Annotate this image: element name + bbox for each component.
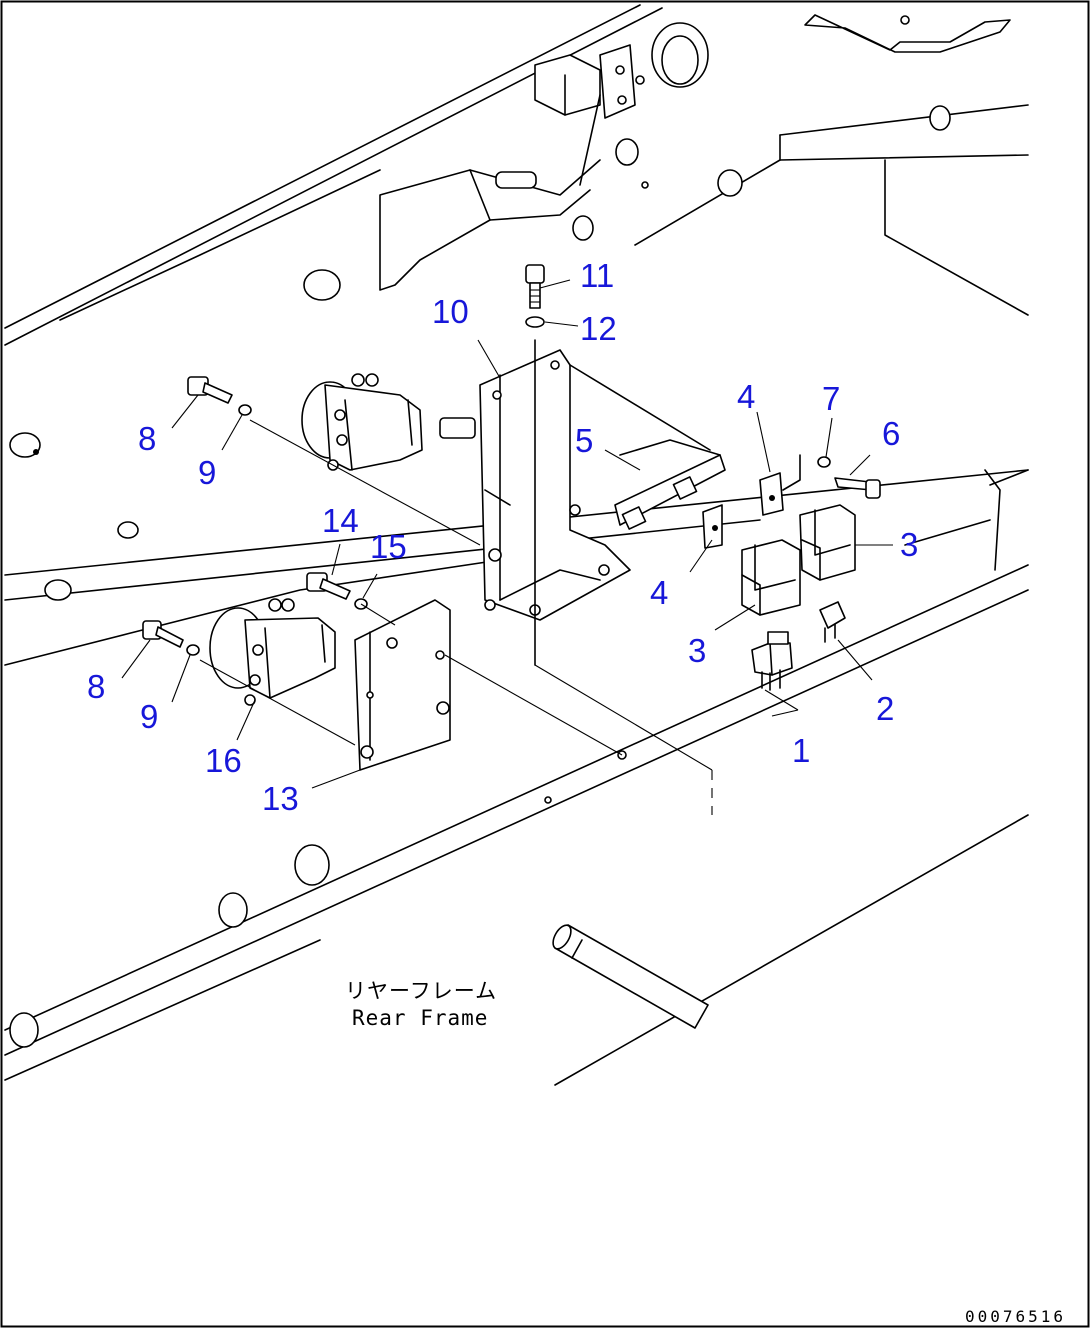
callout-8b: 8 (87, 668, 105, 705)
bolt-14 (306, 572, 351, 600)
callout-2: 2 (876, 690, 894, 727)
rear-frame-drawing (4, 4, 1029, 1086)
washer-7 (817, 456, 831, 468)
callout-4a: 4 (737, 378, 755, 415)
callout-14: 14 (322, 502, 359, 539)
callout-4b: 4 (650, 574, 668, 611)
callout-10: 10 (432, 293, 469, 330)
relay-upper (799, 504, 856, 581)
caption-english: Rear Frame (352, 1006, 488, 1030)
leader-lines (121, 279, 893, 789)
frame-member-bottom (552, 924, 709, 1029)
caption-japanese: リヤーフレーム (345, 979, 497, 1003)
bolt-8-upper (187, 376, 233, 404)
callout-1: 1 (792, 732, 810, 769)
callout-6: 6 (882, 415, 900, 452)
plate-13 (354, 599, 623, 771)
callout-13: 13 (262, 780, 299, 817)
bracket-5 (614, 439, 726, 549)
document-id: 00076516 (965, 1307, 1066, 1326)
callout-3a: 3 (900, 526, 918, 563)
connector-1 (751, 631, 793, 691)
relay-lower (741, 539, 801, 616)
washer-12 (525, 316, 545, 328)
callout-12: 12 (580, 310, 617, 347)
bolt-11 (525, 264, 545, 309)
callout-8a: 8 (138, 420, 156, 457)
upper-bracket (9, 22, 951, 1048)
horn-lower (199, 598, 356, 746)
bracket-4 (759, 454, 801, 516)
callout-5: 5 (575, 422, 593, 459)
callout-15: 15 (370, 528, 407, 565)
callout-11: 11 (580, 257, 614, 294)
bolt-6 (834, 477, 881, 499)
callout-3b: 3 (688, 632, 706, 669)
horn-upper (249, 373, 481, 546)
callout-7: 7 (822, 380, 840, 417)
connector-2 (819, 601, 846, 643)
callout-labels: 1 2 3 3 4 4 5 6 7 8 8 9 9 10 11 12 13 14… (87, 257, 918, 817)
callout-9b: 9 (140, 698, 158, 735)
bolt-8-lower (142, 620, 184, 648)
main-bracket (439, 339, 711, 666)
washer-9-lower (186, 644, 200, 656)
washer-9-upper (238, 404, 252, 416)
callout-9a: 9 (198, 454, 216, 491)
callout-16: 16 (205, 742, 242, 779)
